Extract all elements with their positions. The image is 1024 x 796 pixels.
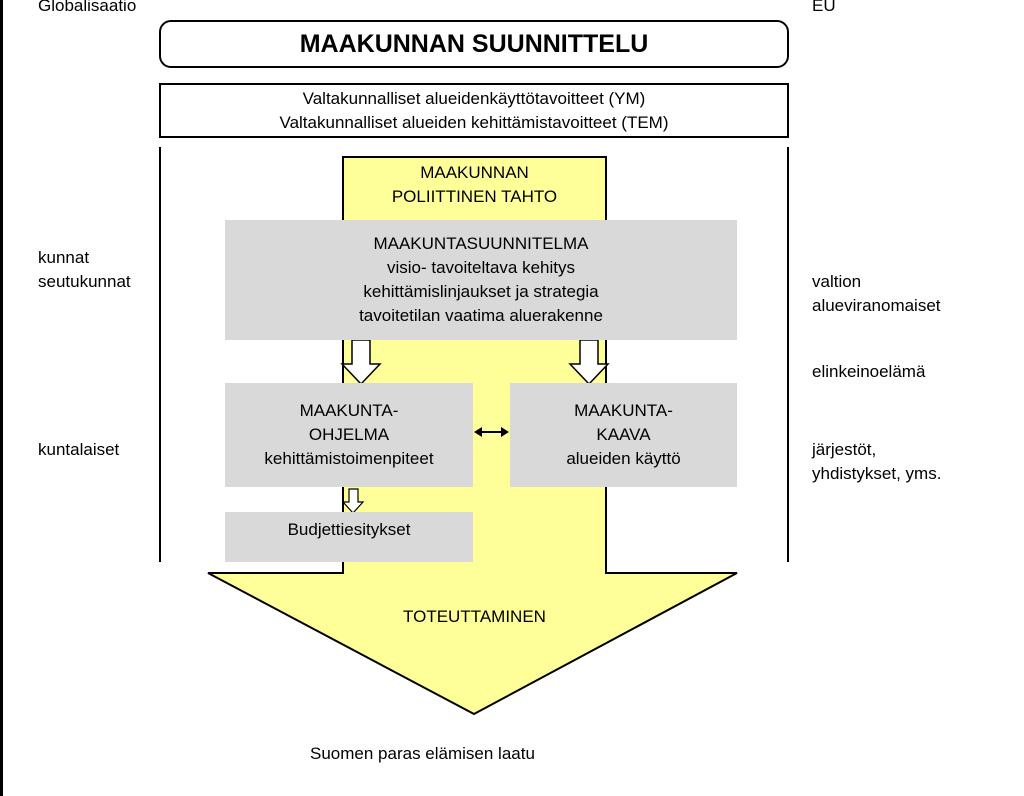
down-arrow-to-budget [341,488,365,514]
regional-zoning-title-1: MAAKUNTA- [574,401,673,420]
national-goal-development: Valtakunnalliset alueiden kehittämistavo… [279,112,669,132]
regional-zoning-box: MAAKUNTA- KAAVA alueiden käyttö [510,383,737,487]
budget-box: Budjettiesitykset [225,512,473,562]
actor-alueviranomaiset: alueviranomaiset [812,296,941,315]
down-arrow-to-program [340,339,382,386]
left-actors-municipalities: kunnat seutukunnat [38,246,131,294]
outcome-label: Suomen paras elämisen laatu [310,744,535,763]
political-will-line-1: MAAKUNNAN [420,163,529,182]
actor-seutukunnat: seutukunnat [38,272,131,291]
corner-label-left: Globalisaatio [38,0,137,15]
regional-plan-title: MAAKUNTASUUNNITELMA [373,234,589,253]
double-arrow-right-head [501,427,509,437]
actor-jarjestot: järjestöt, [812,440,877,459]
actor-valtion: valtion [812,272,862,291]
regional-zoning-land-use: alueiden käyttö [566,449,681,468]
regional-plan-line-strategy: kehittämislinjaukset ja strategia [363,282,599,301]
left-frame-line [0,0,3,796]
political-will-line-2: POLIITTINEN TAHTO [391,187,558,206]
political-will-label: MAAKUNNAN POLIITTINEN TAHTO [343,161,606,209]
down-arrow-to-zoning [568,339,610,386]
left-side-line [159,147,161,562]
actor-kunnat: kunnat [38,248,90,267]
regional-plan-line-vision: visio- tavoiteltava kehitys [386,258,576,277]
regional-program-title-2: OHJELMA [308,425,390,444]
national-goal-land-use: Valtakunnalliset alueidenkäyttötavoittee… [302,88,646,108]
regional-zoning-title-2: KAAVA [596,425,651,444]
actor-elinkeinoelama: elinkeinoelämä [812,362,926,381]
budget-label: Budjettiesitykset [287,520,411,539]
right-side-line [787,147,789,562]
double-arrow-left-head [474,427,482,437]
actor-kuntalaiset: kuntalaiset [38,440,120,459]
corner-label-right: EU [812,0,836,15]
right-actors-state: valtion alueviranomaiset [812,270,941,318]
actor-yhdistykset: yhdistykset, yms. [812,464,942,483]
right-actors-organizations: järjestöt, yhdistykset, yms. [812,438,941,486]
regional-program-title-1: MAAKUNTA- [299,401,399,420]
regional-program-measures: kehittämistoimenpiteet [264,449,434,468]
regional-program-box: MAAKUNTA- OHJELMA kehittämistoimenpiteet [225,383,473,487]
national-goals-box: Valtakunnalliset alueidenkäyttötavoittee… [159,83,789,138]
diagram-title: MAAKUNNAN SUUNNITTELU [159,20,789,68]
regional-plan-line-structure: tavoitetilan vaatima aluerakenne [359,306,603,325]
regional-plan-box: MAAKUNTASUUNNITELMA visio- tavoiteltava … [225,220,737,340]
implementation-label: TOTEUTTAMINEN [403,607,546,626]
